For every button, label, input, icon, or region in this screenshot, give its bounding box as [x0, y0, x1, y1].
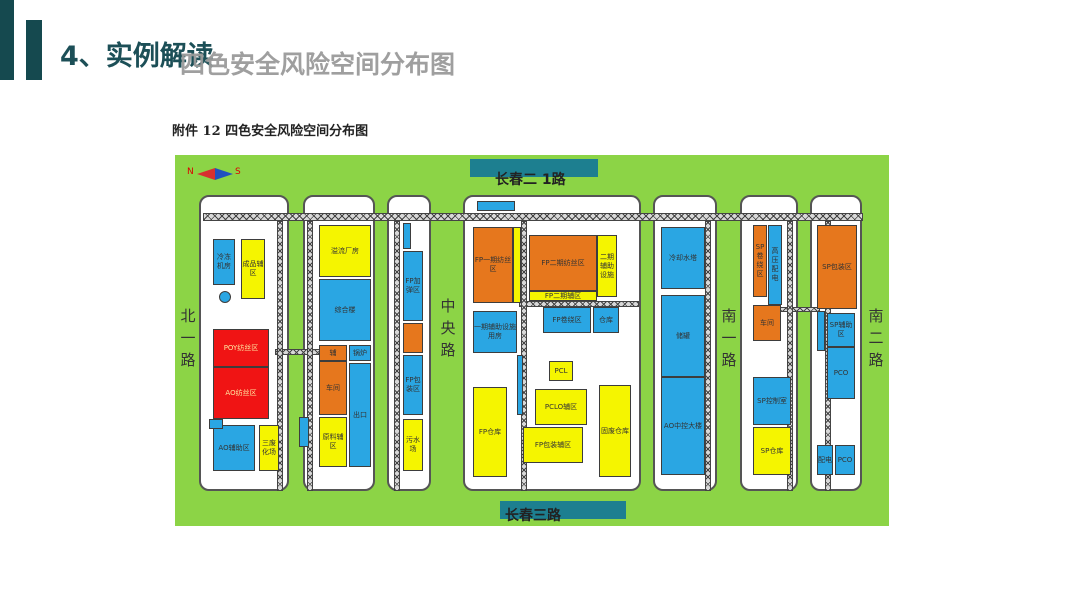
pipe-rack-v5 — [705, 221, 711, 491]
building-side-b: 锅炉 — [349, 345, 371, 361]
compass-arrow-icon — [197, 168, 233, 180]
header-accent-bar-2 — [26, 20, 42, 80]
building-blue-s3: PCO — [827, 347, 855, 399]
building-z1-strip — [209, 419, 223, 429]
pipe-rack-main — [203, 213, 863, 221]
building-blue-s2: SP辅助区 — [827, 313, 855, 347]
pipe-rack-v2 — [307, 221, 313, 491]
building-lower: 综合楼 — [319, 279, 371, 341]
building-fp2-small: FP二期辅区 — [529, 291, 597, 301]
compass: N S — [185, 167, 245, 181]
building-sp-ctrl: SP控制室 — [753, 377, 791, 425]
building-export: 出口 — [349, 363, 371, 467]
top-road-label: 长春二 1路 — [495, 172, 566, 188]
building-small-or: 辅 — [319, 345, 347, 361]
building-red-lower: AO纺丝区 — [213, 367, 269, 419]
pipe-rack-c — [780, 307, 820, 312]
building-pclo-aux: PCLO辅区 — [535, 389, 587, 425]
pipe-rack-v6 — [787, 221, 793, 491]
building-fp-pack: FP包装辅区 — [523, 427, 583, 463]
building-fp-aux1: FP加弹区 — [403, 251, 423, 321]
building-sp-zone: SP包装区 — [817, 225, 857, 309]
south2-road-label: 南二路 — [868, 307, 884, 369]
building-side-a: 车间 — [319, 361, 347, 415]
building-solid-store: 固废仓库 — [599, 385, 631, 477]
building-pco: PCO — [835, 445, 855, 475]
south1-road-label: 南一路 — [721, 307, 737, 369]
pipe-rack-v1 — [277, 221, 283, 491]
building-pcl: PCL — [549, 361, 573, 381]
building-fp1: FP一期纺丝区 — [473, 227, 513, 303]
risk-map: N S 长春二 1路 冷冻机房 成品辅区 POY纺丝区 AO纺丝区 AO辅助区 … — [175, 155, 889, 526]
building-phase1-aux: 一期辅助设施用房 — [473, 311, 517, 353]
top-road-bar — [470, 159, 598, 177]
building-blue-s1: 高压配电 — [768, 225, 782, 305]
building-cooling: 冷却水塔 — [661, 227, 705, 289]
building-z4-pole — [517, 355, 523, 415]
building-fp-aux2: FP包装区 — [403, 355, 423, 415]
building-z2-small — [299, 417, 309, 447]
building-z7-small — [817, 311, 825, 351]
building-three-gas: 三废化场 — [259, 425, 279, 471]
building-cold-station: 冷冻机房 — [213, 239, 235, 285]
building-blue-s4: 配电 — [817, 445, 833, 475]
pipe-rack-v3 — [394, 221, 400, 491]
building-fp1-side — [513, 227, 521, 303]
building-water: 污水场 — [403, 419, 423, 471]
building-fp-store: 仓库 — [593, 307, 619, 333]
building-yellow-s1: SP卷绕区 — [753, 225, 767, 297]
building-or-s1: 车间 — [753, 305, 781, 341]
building-red-upper: POY纺丝区 — [213, 329, 269, 367]
compass-n: N — [187, 167, 194, 177]
bottom-road-bar — [500, 501, 626, 519]
bottom-road-label: 长春三路 — [505, 508, 561, 524]
building-z3-top — [403, 223, 411, 249]
building-fp-warehouse: FP仓库 — [473, 387, 507, 477]
slide-title: 4、实例解读 — [60, 41, 214, 72]
building-ao-aux: AO辅助区 — [213, 425, 255, 471]
building-sp-store: SP仓库 — [753, 427, 791, 475]
building-small-round — [219, 291, 231, 303]
building-raw-aux: 原料辅区 — [319, 417, 347, 467]
slide-subtitle: 四色安全风险空间分布图 — [180, 50, 456, 79]
building-finished-aux: 成品辅区 — [241, 239, 265, 299]
figure-caption: 附件 12 四色安全风险空间分布图 — [172, 124, 369, 139]
north1-road-label: 北一路 — [180, 307, 196, 369]
building-store-s: 储罐 — [661, 295, 705, 377]
compass-s: S — [235, 167, 241, 177]
building-ao-hall: AO中控大楼 — [661, 377, 705, 475]
building-lift-hall: 溢流厂房 — [319, 225, 371, 277]
pipe-rack-b — [519, 301, 639, 307]
building-z3-or — [403, 323, 423, 353]
header-accent-bar-1 — [0, 0, 14, 80]
building-z4-topstrip — [477, 201, 515, 211]
building-phase2-aux: 二期辅助设施 — [597, 235, 617, 297]
building-fp2: FP二期纺丝区 — [529, 235, 597, 291]
central-road-label: 中央路 — [440, 297, 456, 359]
building-fp-finish: FP卷绕区 — [543, 307, 591, 333]
